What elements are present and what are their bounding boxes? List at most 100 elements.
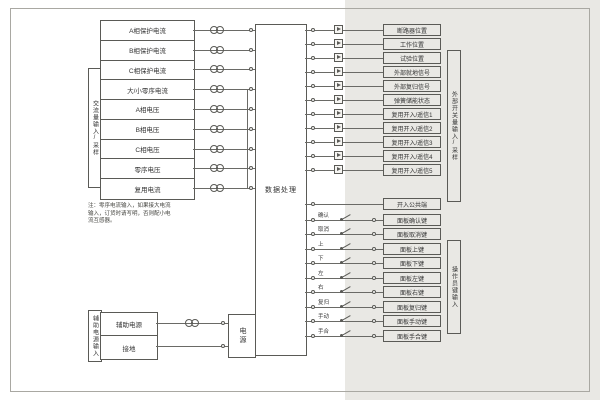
- digital-wire: [305, 114, 383, 115]
- panel-key-label: 面板复归键: [383, 301, 441, 313]
- terminal-icon: [311, 261, 315, 265]
- transformer-icon: [210, 145, 224, 153]
- neutral-bus-line: [247, 89, 248, 188]
- terminal-icon: [311, 276, 315, 280]
- digital-input-label: 外部就地信号: [383, 66, 441, 78]
- optocoupler-icon: [334, 81, 343, 90]
- terminal-icon: [311, 154, 315, 158]
- analog-wire: [193, 149, 255, 150]
- power-row-label: 接地: [122, 345, 136, 353]
- analog-row-label: 复用电流: [134, 187, 161, 195]
- keys-group-label: 操作员键输入: [447, 240, 461, 334]
- terminal-icon: [311, 140, 315, 144]
- optocoupler-icon: [334, 39, 343, 48]
- digital-common-label: 开入公共端: [383, 198, 441, 210]
- panel-key-label: 面板取消键: [383, 228, 441, 240]
- data-processing-label: 数据处理: [265, 187, 297, 194]
- analog-row-label: B相电压: [101, 120, 194, 140]
- terminal-icon: [249, 28, 253, 32]
- terminal-icon: [249, 67, 253, 71]
- note-line: 注：零序电流输入，如果接大电流: [88, 203, 171, 209]
- terminal-icon: [372, 290, 376, 294]
- terminal-icon: [221, 321, 225, 325]
- key-wire: [305, 249, 383, 250]
- terminal-icon: [372, 232, 376, 236]
- key-wire: [305, 220, 383, 221]
- digital-common-wire: [305, 204, 383, 205]
- digital-wire: [305, 86, 383, 87]
- analog-rows-table: A相保护电流 B相保护电流 C相保护电流 大/小零序电流 A相电压 B相电压 C…: [100, 20, 195, 200]
- key-name: 下: [318, 256, 324, 262]
- terminal-icon: [311, 232, 315, 236]
- terminal-icon: [311, 84, 315, 88]
- power-supply-block: 电源: [228, 314, 256, 358]
- note-line: 流互感器。: [88, 218, 116, 224]
- digital-input-label: 试验位置: [383, 52, 441, 64]
- power-rows-table: 辅助电源 接地: [100, 312, 158, 360]
- drawing-border: [10, 8, 590, 392]
- key-wire: [305, 263, 383, 264]
- analog-wire: [193, 69, 255, 70]
- terminal-icon: [372, 319, 376, 323]
- terminal-icon: [372, 247, 376, 251]
- terminal-icon: [311, 218, 315, 222]
- panel-key-label: 面板确认键: [383, 214, 441, 226]
- digital-wire: [305, 142, 383, 143]
- optocoupler-icon: [334, 165, 343, 174]
- analog-row-label: A相电压: [101, 100, 194, 120]
- optocoupler-icon: [334, 151, 343, 160]
- data-processing-block: 数据处理: [255, 24, 307, 356]
- switch-icon: [340, 298, 352, 308]
- digital-input-label: 断路器位置: [383, 24, 441, 36]
- key-name: 复归: [318, 300, 330, 306]
- terminal-icon: [311, 305, 315, 309]
- terminal-icon: [311, 56, 315, 60]
- switch-icon: [340, 225, 352, 235]
- switch-icon: [340, 211, 352, 221]
- digital-wire: [305, 44, 383, 45]
- terminal-icon: [311, 112, 315, 116]
- key-name: 确认: [318, 213, 330, 219]
- key-name: 上: [318, 242, 324, 248]
- analog-row-label: C相保护电流: [101, 61, 194, 81]
- key-wire: [305, 234, 383, 235]
- terminal-icon: [311, 334, 315, 338]
- terminal-icon: [249, 87, 253, 91]
- transformer-icon: [210, 46, 224, 54]
- terminal-icon: [249, 48, 253, 52]
- terminal-icon: [311, 28, 315, 32]
- terminal-icon: [311, 42, 315, 46]
- analog-wire: [193, 30, 255, 31]
- transformer-icon: [210, 65, 224, 73]
- panel-key-label: 面板右键: [383, 286, 441, 298]
- key-name: 右: [318, 285, 324, 291]
- digital-input-label: 复用开入/遥信5: [383, 164, 441, 176]
- terminal-icon: [311, 202, 315, 206]
- power-row-label: 辅助电源: [101, 313, 157, 336]
- digital-wire: [305, 170, 383, 171]
- analog-row-label: B相保护电流: [101, 41, 194, 61]
- optocoupler-icon: [334, 137, 343, 146]
- digital-input-label: 复用开入/遥信2: [383, 122, 441, 134]
- optocoupler-icon: [334, 95, 343, 104]
- optocoupler-icon: [334, 109, 343, 118]
- digital-wire: [305, 156, 383, 157]
- transformer-icon: [210, 85, 224, 93]
- power-supply-label: 电源: [239, 327, 246, 345]
- key-name: 手动: [318, 314, 330, 320]
- transformer-icon: [210, 26, 224, 34]
- terminal-icon: [249, 186, 253, 190]
- switch-icon: [340, 254, 352, 264]
- terminal-icon: [249, 147, 253, 151]
- terminal-icon: [372, 334, 376, 338]
- switch-icon: [340, 240, 352, 250]
- terminal-icon: [311, 126, 315, 130]
- terminal-icon: [311, 290, 315, 294]
- terminal-icon: [372, 305, 376, 309]
- digital-wire: [305, 72, 383, 73]
- transformer-icon: [185, 319, 199, 327]
- terminal-icon: [311, 98, 315, 102]
- optocoupler-icon: [334, 53, 343, 62]
- optocoupler-icon: [334, 67, 343, 76]
- analog-row-label: 零序电压: [101, 159, 194, 180]
